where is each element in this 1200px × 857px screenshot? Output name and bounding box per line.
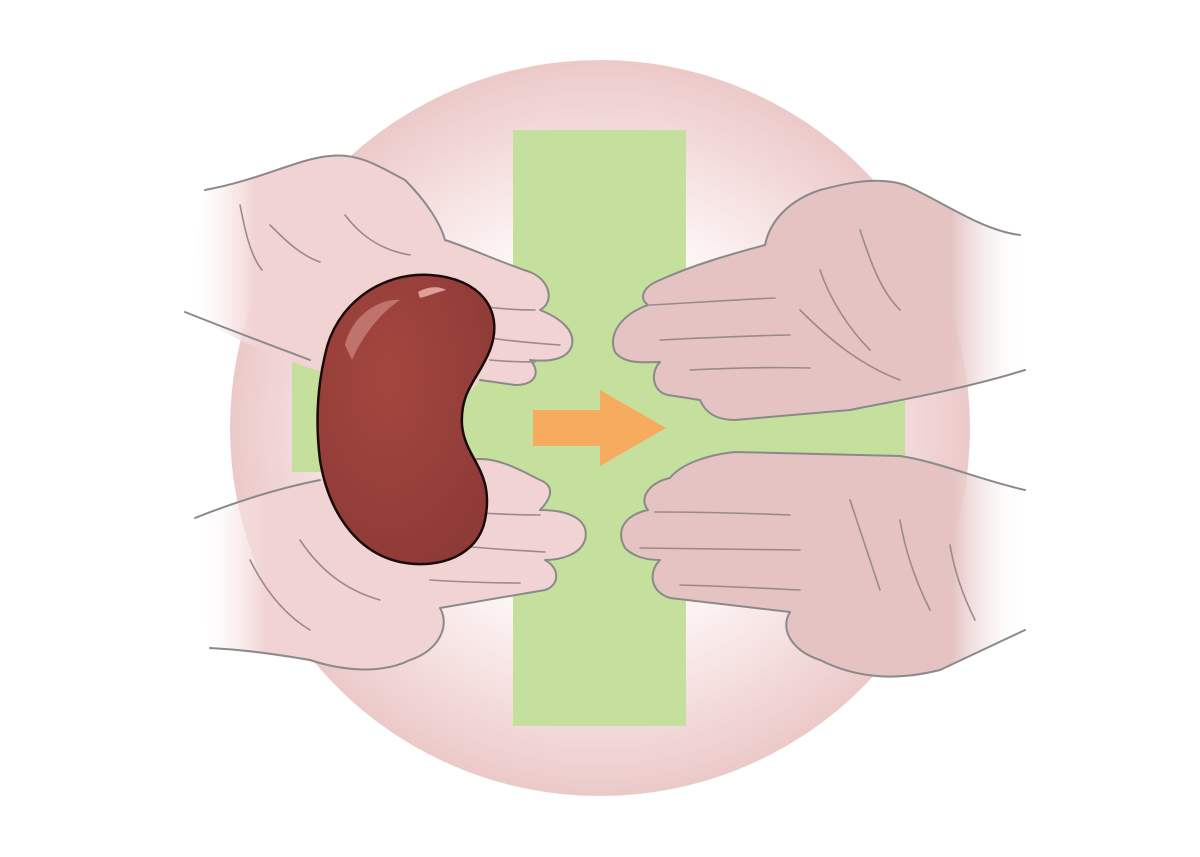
recipient-hand-top xyxy=(612,179,1026,421)
arrow-right-icon xyxy=(533,390,666,466)
recipient-hand-bottom xyxy=(620,451,1026,678)
kidney-icon xyxy=(316,273,496,566)
